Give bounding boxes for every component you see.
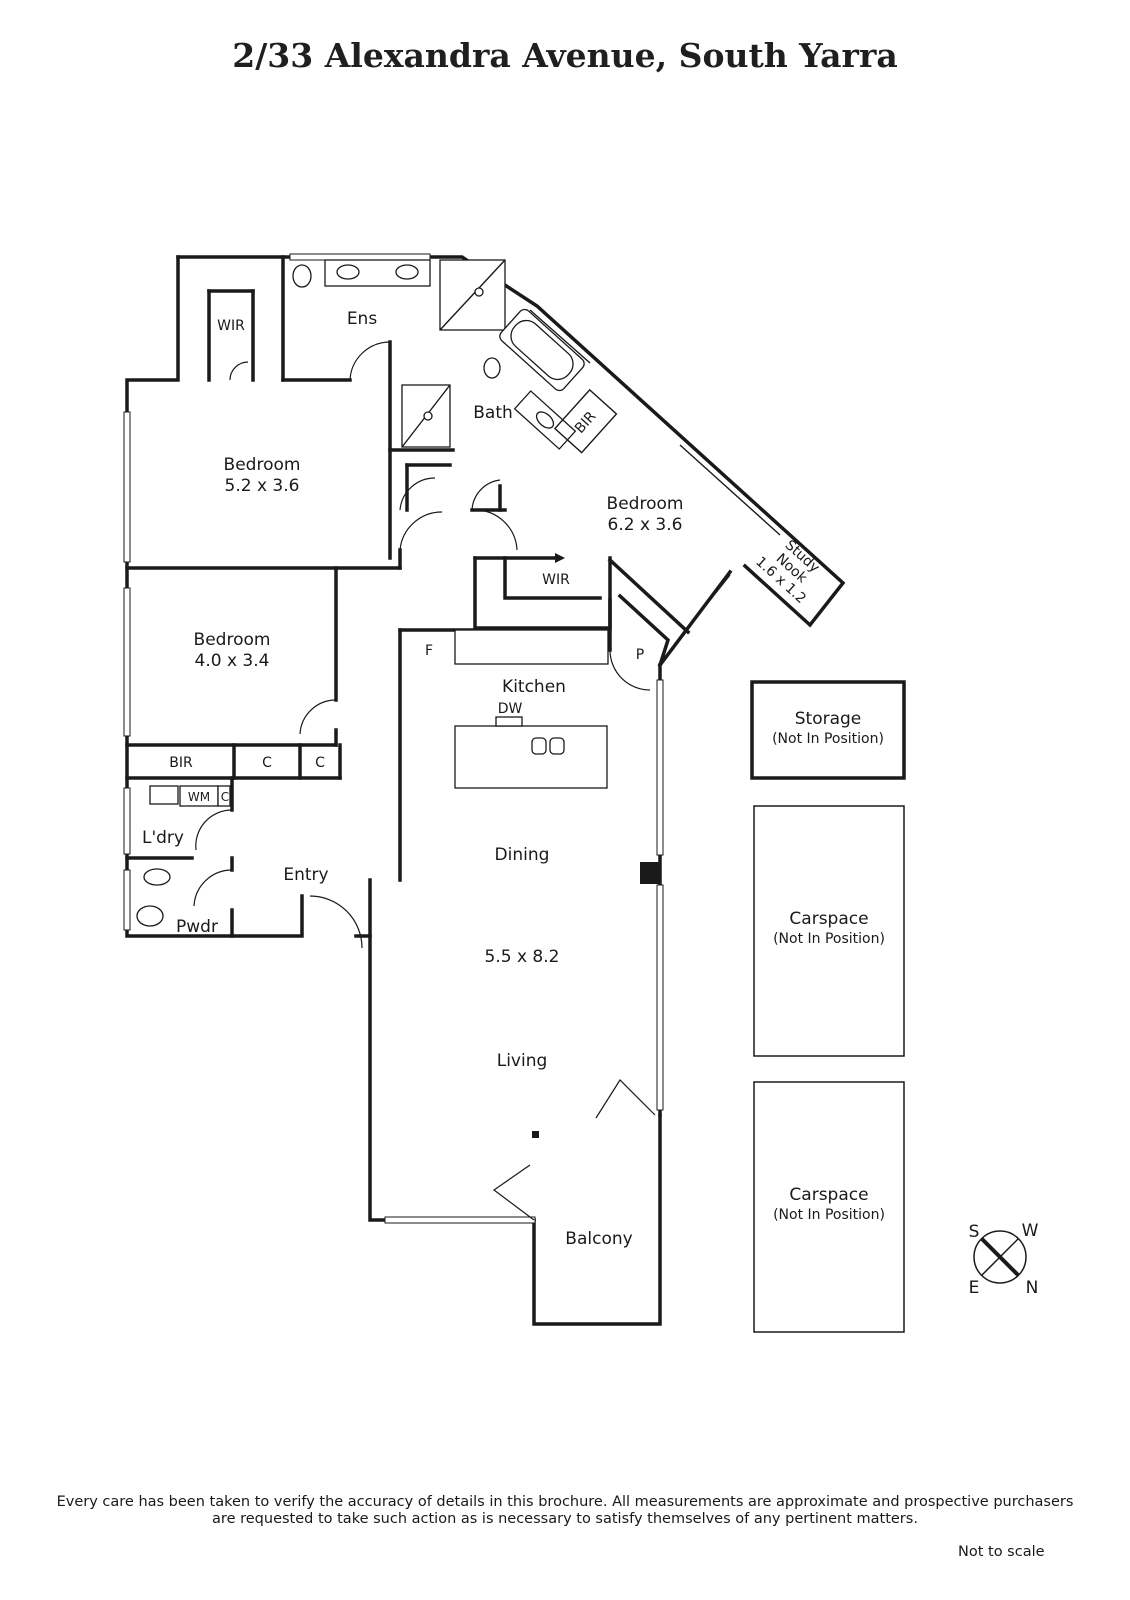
carspace-2-label: Carspace [789, 1185, 868, 1205]
plan-title: 2/33 Alexandra Avenue, South Yarra [232, 36, 898, 75]
compass-s: S [969, 1222, 980, 1242]
compass-e: E [969, 1278, 980, 1298]
carspace-2-note: (Not In Position) [773, 1207, 885, 1223]
doors [193, 341, 656, 1221]
interior-walls [125, 255, 691, 938]
bedroom-2-label: Bedroom [194, 630, 271, 650]
disclaimer-line-2: are requested to take such action as is … [212, 1511, 918, 1527]
disclaimer-line-1: Every care has been taken to verify the … [56, 1494, 1074, 1510]
bath-label: Bath [473, 403, 513, 423]
fridge-label: F [425, 643, 433, 659]
entry-label: Entry [283, 865, 328, 885]
fixtures [136, 259, 660, 1138]
bedroom-2-size: 4.0 x 3.4 [195, 651, 270, 671]
living-label: Living [497, 1051, 548, 1071]
not-to-scale-note: Not to scale [958, 1544, 1045, 1560]
disclaimer: Every care has been taken to verify the … [20, 1494, 1110, 1528]
washing-machine-label: WM [188, 790, 210, 804]
bedroom-1-label: Bedroom [224, 455, 301, 475]
compass-w: W [1022, 1221, 1039, 1241]
wir-label-1: WIR [217, 318, 245, 334]
cupboard-label-3: C [221, 790, 229, 804]
ensuite-label: Ens [347, 309, 378, 329]
powder-label: Pwdr [176, 917, 218, 937]
laundry-label: L'dry [142, 828, 184, 848]
wir-label-2: WIR [542, 572, 570, 588]
study-nook: Study Nook 1.6 x 1.2 [752, 537, 822, 607]
bedroom-1-size: 5.2 x 3.6 [225, 476, 300, 496]
cupboard-label-1: C [262, 755, 272, 771]
windows [123, 253, 781, 1224]
pantry-label: P [636, 647, 644, 663]
bir-label-2: BIR [572, 408, 600, 436]
dishwasher-label: DW [498, 701, 523, 717]
bedroom-3-label: Bedroom [607, 494, 684, 514]
storage-label: Storage [795, 709, 862, 729]
bir-label-1: BIR [169, 755, 193, 771]
cupboard-label-2: C [315, 755, 325, 771]
outbuildings: Storage (Not In Position) Carspace (Not … [750, 680, 906, 1333]
kitchen-label: Kitchen [502, 677, 566, 697]
room-labels: Bedroom 5.2 x 3.6 Bedroom 4.0 x 3.4 Bedr… [142, 309, 683, 1249]
bedroom-3-size: 6.2 x 3.6 [608, 515, 683, 535]
carspace-1-note: (Not In Position) [773, 931, 885, 947]
dining-label: Dining [495, 845, 550, 865]
dining-living-size: 5.5 x 8.2 [485, 947, 560, 967]
compass-icon: S W E N [969, 1221, 1039, 1298]
storage-note: (Not In Position) [772, 731, 884, 747]
compass-n: N [1026, 1278, 1039, 1298]
balcony-label: Balcony [565, 1229, 632, 1249]
carspace-1-label: Carspace [789, 909, 868, 929]
